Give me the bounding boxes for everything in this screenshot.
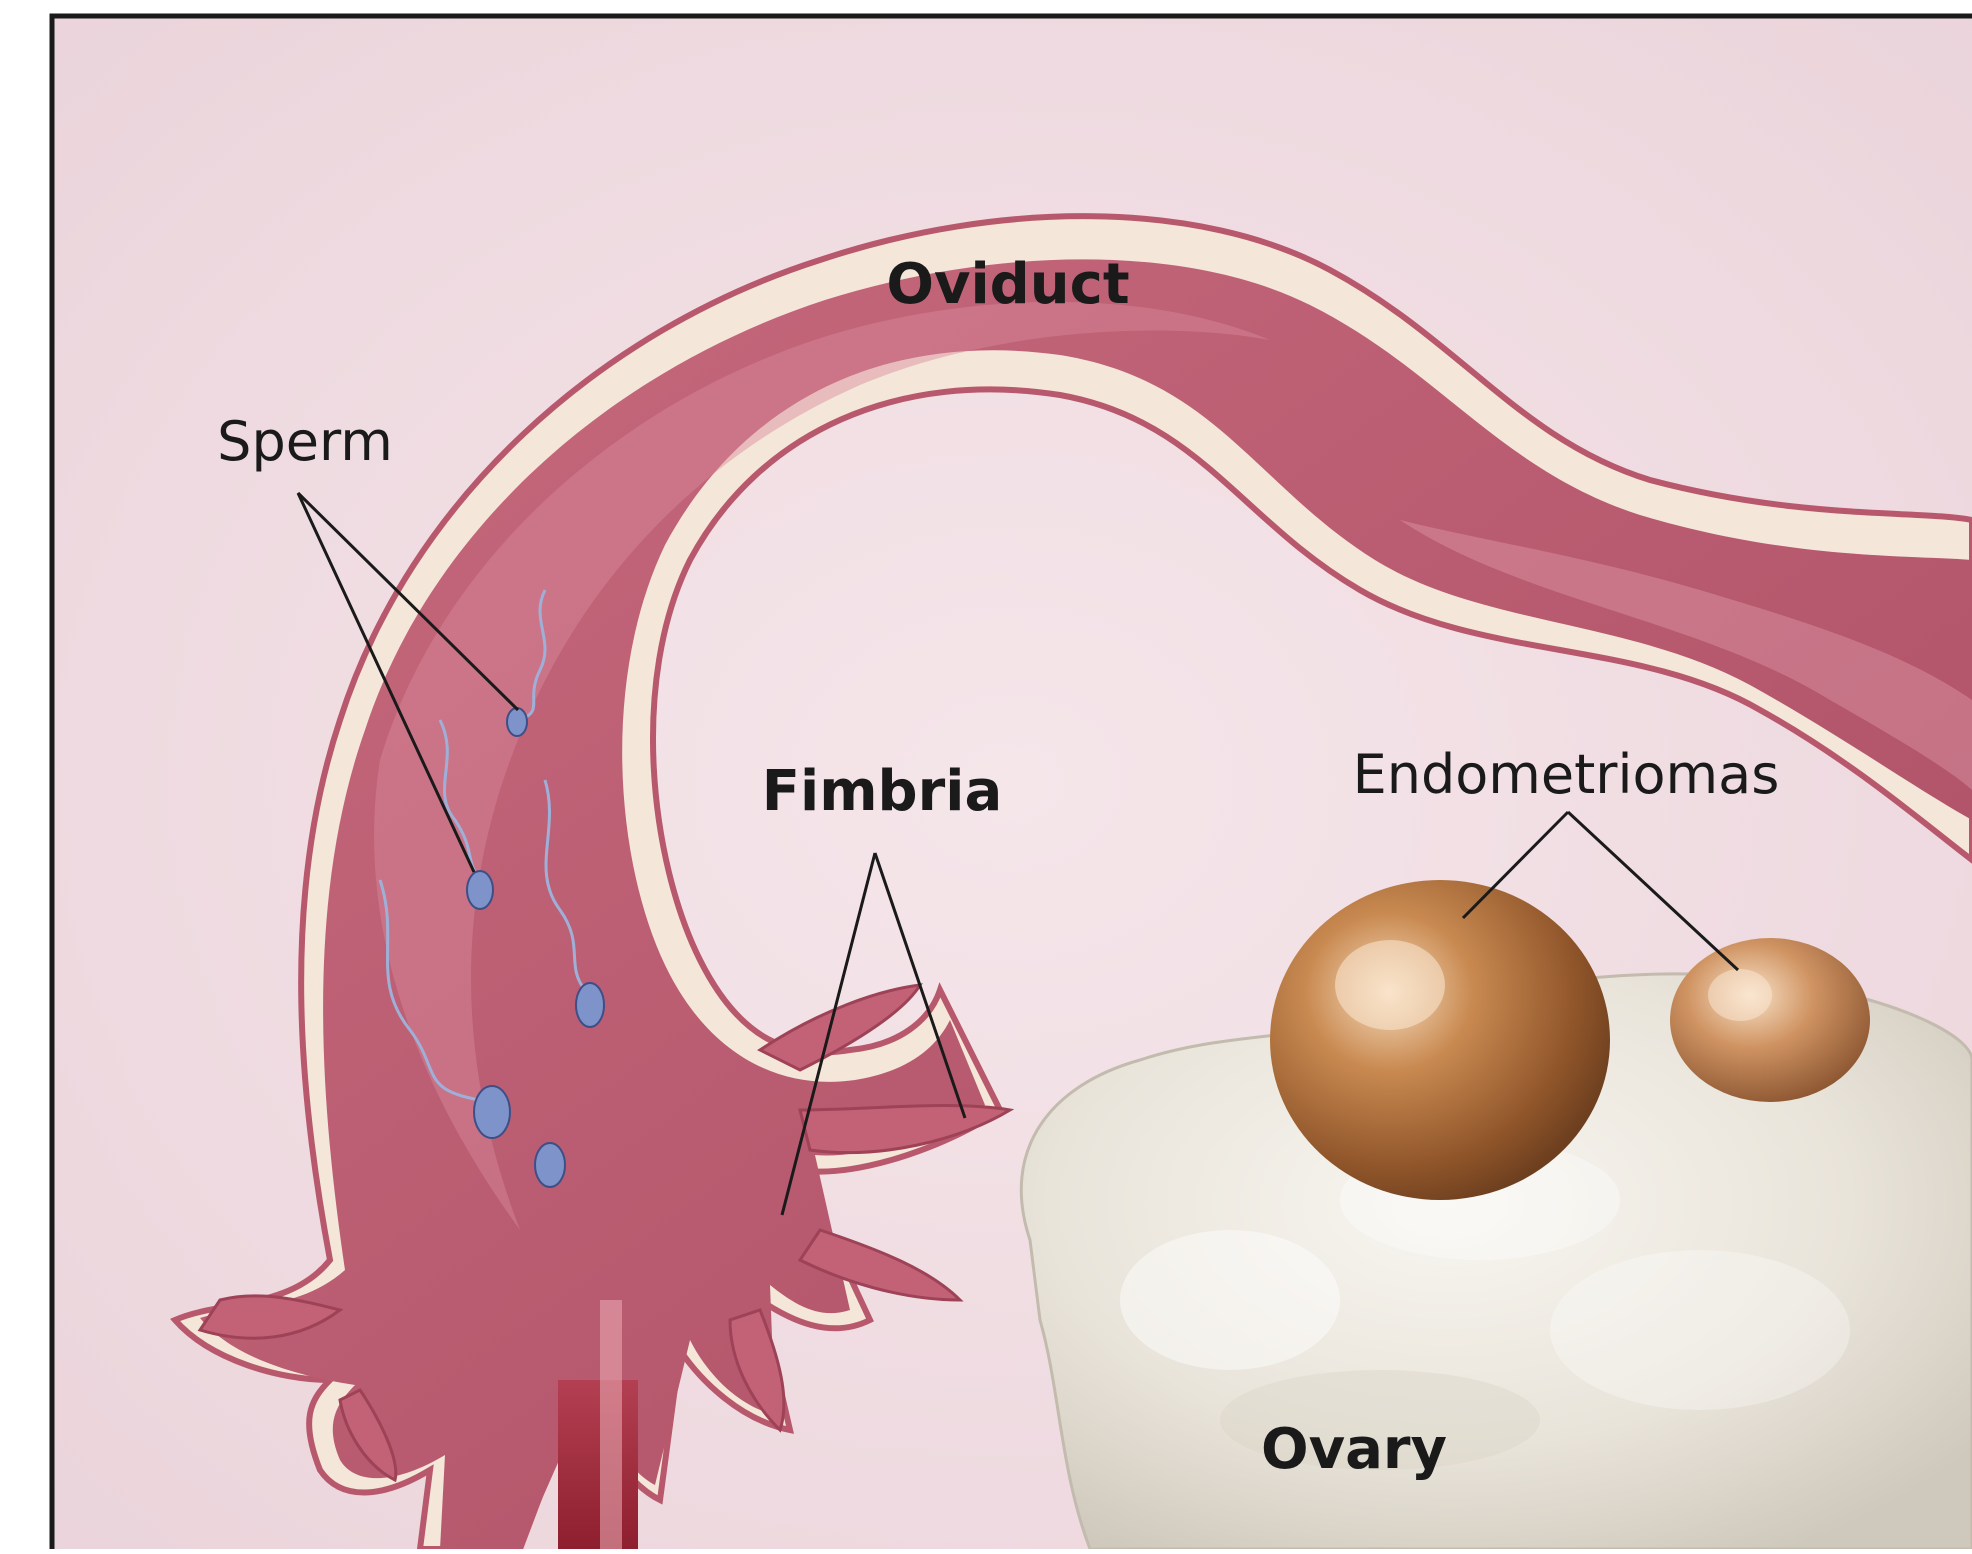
label-fimbria: Fimbria (762, 759, 1003, 824)
label-endometriomas: Endometriomas (1353, 743, 1780, 806)
label-oviduct: Oviduct (886, 252, 1129, 317)
label-sperm: Sperm (217, 410, 393, 473)
blood-vessel (558, 1380, 638, 1549)
endometrioma-small (1670, 938, 1870, 1102)
endometrioma-large (1270, 880, 1610, 1200)
label-ovary: Ovary (1261, 1417, 1447, 1482)
